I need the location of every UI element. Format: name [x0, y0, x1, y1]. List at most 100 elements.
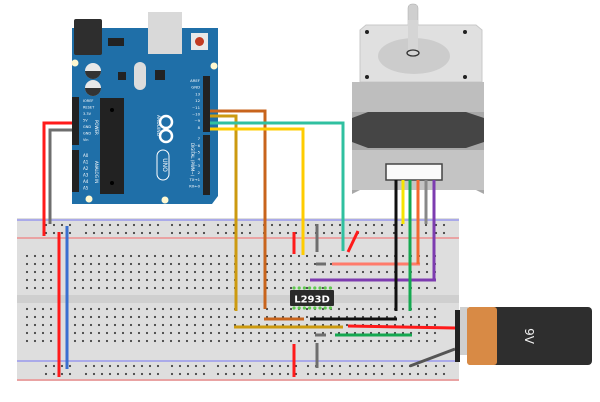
breadboard-hole — [278, 231, 282, 235]
breadboard-hole — [113, 254, 117, 258]
breadboard-hole — [169, 331, 173, 335]
breadboard-hole — [97, 339, 101, 343]
breadboard-hole — [81, 254, 85, 258]
breadboard-hole — [337, 307, 341, 311]
breadboard-hole — [49, 278, 53, 282]
breadboard-hole — [73, 307, 77, 311]
breadboard-hole — [116, 223, 120, 227]
breadboard-hole — [137, 323, 141, 327]
breadboard-hole — [401, 307, 405, 311]
breadboard-hole — [345, 339, 349, 343]
breadboard-hole — [329, 254, 333, 258]
breadboard-hole — [129, 339, 133, 343]
mounting-hole — [85, 195, 93, 203]
motor-connector — [385, 163, 443, 181]
breadboard-hole — [129, 270, 133, 274]
breadboard-hole — [425, 307, 429, 311]
breadboard-hole — [372, 231, 376, 235]
uno-badge — [156, 149, 170, 181]
breadboard-hole — [305, 331, 309, 335]
wire-red-diagonal — [346, 230, 360, 253]
breadboard-hole — [289, 270, 293, 274]
breadboard-hole — [33, 307, 37, 311]
breadboard-hole — [137, 262, 141, 266]
breadboard-hole — [113, 315, 117, 319]
breadboard-hole — [41, 270, 45, 274]
breadboard-hole — [153, 286, 157, 290]
breadboard-hole — [401, 286, 405, 290]
breadboard-hole — [249, 331, 253, 335]
screw — [365, 30, 369, 34]
breadboard-hole — [145, 278, 149, 282]
breadboard-hole — [68, 231, 72, 235]
breadboard-hole — [156, 231, 160, 235]
breadboard-hole — [209, 286, 213, 290]
digital-header-bottom — [203, 135, 210, 195]
breadboard-hole — [377, 270, 381, 274]
breadboard-hole — [169, 286, 173, 290]
breadboard-hole — [377, 339, 381, 343]
breadboard-hole — [177, 331, 181, 335]
breadboard-hole — [249, 278, 253, 282]
breadboard-hole — [124, 231, 128, 235]
breadboard-hole — [25, 339, 29, 343]
breadboard-hole — [60, 372, 64, 376]
breadboard-hole — [425, 286, 429, 290]
pin-label: ~11 — [192, 105, 201, 110]
breadboard-hole — [169, 262, 173, 266]
breadboard-hole — [392, 364, 396, 368]
breadboard-hole — [33, 270, 37, 274]
breadboard-hole — [348, 231, 352, 235]
breadboard-hole — [201, 278, 205, 282]
breadboard-hole — [113, 331, 117, 335]
breadboard-hole — [185, 307, 189, 311]
breadboard-hole — [224, 223, 228, 227]
breadboard-hole — [248, 364, 252, 368]
breadboard-hole — [33, 286, 37, 290]
capacitor-band — [85, 88, 101, 96]
breadboard-hole — [73, 270, 77, 274]
breadboard-hole — [100, 231, 104, 235]
breadboard-hole — [81, 331, 85, 335]
breadboard-hole — [105, 323, 109, 327]
breadboard-hole — [249, 315, 253, 319]
breadboard-hole — [201, 270, 205, 274]
breadboard-hole — [129, 262, 133, 266]
breadboard-hole — [424, 364, 428, 368]
breadboard-hole — [49, 315, 53, 319]
breadboard-hole — [170, 231, 174, 235]
breadboard-hole — [329, 262, 333, 266]
breadboard-hole — [248, 231, 252, 235]
breadboard-hole — [145, 270, 149, 274]
breadboard-hole — [345, 286, 349, 290]
pin-label: 4 — [198, 156, 201, 161]
breadboard-hole — [161, 315, 165, 319]
breadboard-hole — [161, 339, 165, 343]
breadboard-hole — [297, 278, 301, 282]
breadboard-hole — [321, 307, 325, 311]
breadboard-hole — [25, 331, 29, 335]
breadboard-hole — [113, 278, 117, 282]
breadboard-hole — [209, 307, 213, 311]
breadboard-hole — [49, 307, 53, 311]
breadboard-hole — [289, 286, 293, 290]
breadboard-hole — [161, 331, 165, 335]
breadboard-hole — [372, 223, 376, 227]
breadboard-hole — [81, 262, 85, 266]
l293d-pin — [302, 286, 306, 290]
breadboard-hole — [249, 270, 253, 274]
breadboard-hole — [137, 315, 141, 319]
breadboard-hole — [225, 331, 229, 335]
breadboard-hole — [89, 286, 93, 290]
pin-label: 13 — [195, 91, 200, 96]
atmega-chip — [100, 98, 124, 194]
pin-label: ~5 — [194, 150, 200, 155]
breadboard-hole — [178, 223, 182, 227]
breadboard-hole — [148, 372, 152, 376]
breadboard-hole — [194, 223, 198, 227]
breadboard-hole — [153, 323, 157, 327]
breadboard-hole — [132, 231, 136, 235]
breadboard-hole — [297, 339, 301, 343]
breadboard-hole — [33, 315, 37, 319]
breadboard-hole — [425, 254, 429, 258]
